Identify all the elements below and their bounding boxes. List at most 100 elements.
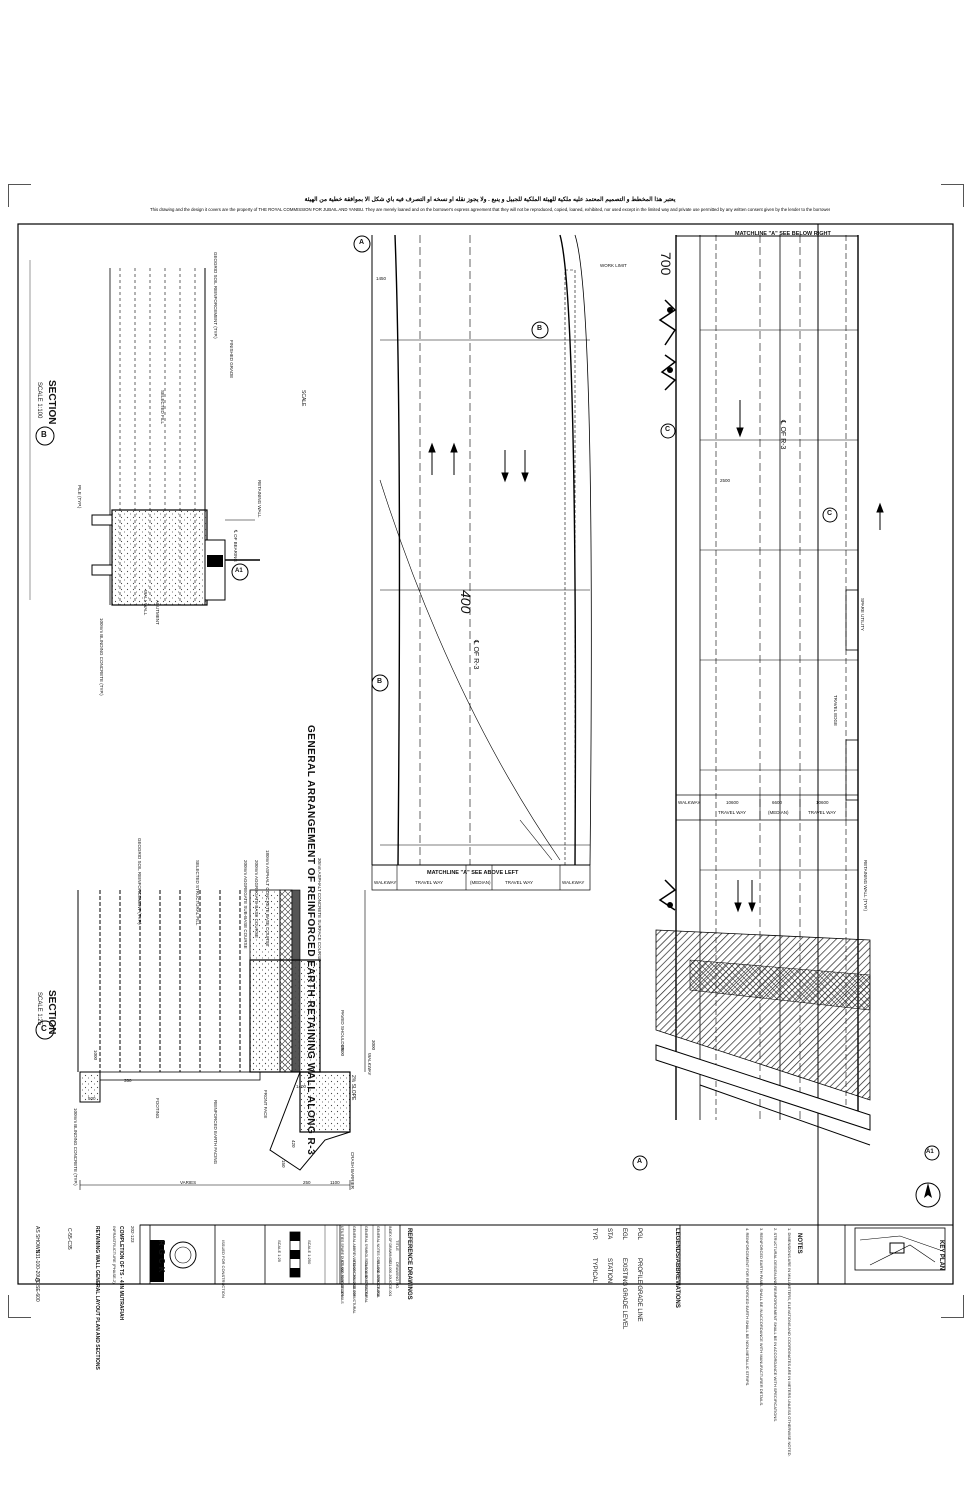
scale-caption-250: SCALE 1:250 bbox=[307, 1240, 312, 1265]
notes-item-1: 1. DIMENSIONS ARE IN MILLIMETERS, ELEVAT… bbox=[787, 1228, 792, 1457]
section-c-base: 180mm ASPHALT CONCRETE BASE COURSE bbox=[265, 850, 270, 947]
section-c-dim-1000: 1000 bbox=[93, 1050, 98, 1061]
section-c-aggregate: 200mm AGGREGATE BASE COURSE bbox=[254, 860, 259, 938]
drawing-title: RETAINING WALL GENERAL LAYOUT PLAN AND S… bbox=[94, 1226, 100, 1370]
callout-a-left: A bbox=[359, 239, 365, 246]
crop-mark-top-left bbox=[8, 184, 31, 207]
legend-abbr-sta: STA bbox=[606, 1228, 612, 1240]
travel-way-label-left-1: TRAVEL WAY bbox=[415, 880, 444, 885]
callout-b-left: B bbox=[537, 325, 543, 332]
dim-6600-right: 6600 bbox=[772, 800, 783, 805]
section-c-drawing bbox=[35, 889, 366, 1190]
retaining-wall-label: RETAINING WALL (TYP.) bbox=[863, 860, 868, 912]
references-col-no: DRAWING NO. bbox=[395, 1262, 400, 1290]
walkway-label-right: WALKWAY bbox=[678, 800, 701, 805]
section-b-finished-grade: FINISHED GRADE bbox=[229, 340, 234, 379]
walkway-label-left-1: WALKWAY bbox=[374, 880, 397, 885]
legend-abbr-typ: TYP. bbox=[591, 1228, 597, 1241]
notes-item-2: 2. STRUCTURAL DESIGN AND REINFORCEMENT S… bbox=[773, 1228, 778, 1423]
matchline-right: MATCHLINE "A" SEE BELOW RIGHT bbox=[735, 231, 831, 237]
section-b-bearing: ℄ OF BEARING bbox=[233, 530, 238, 562]
plan-view bbox=[353, 234, 941, 1208]
section-c-slope: 2% SLOPE bbox=[350, 1075, 356, 1101]
section-b-drawing bbox=[29, 260, 260, 606]
section-c-geogrid: GEOGRID SOIL REINFORCEMENT (TYP.) bbox=[137, 838, 142, 925]
section-b-blinding: 100mm BLINDING CONCRETE (TYP.) bbox=[99, 618, 104, 696]
section-c-surface: 30mm ASPHALT CONCRETE SURFACE COURSE bbox=[317, 858, 322, 962]
legend-abbr-egl: EGL bbox=[621, 1228, 627, 1241]
references-col-title: TITLE bbox=[395, 1240, 400, 1251]
section-c-walkway: WALKWAY bbox=[367, 1053, 372, 1076]
matchline-left: MATCHLINE "A" SEE ABOVE LEFT bbox=[427, 870, 519, 876]
section-c-dim-3000: 3000 bbox=[371, 1040, 376, 1051]
references-row-5-no: S31-000-20UC-CE-009 bbox=[340, 1260, 344, 1297]
dim-10600-right-2: 10600 bbox=[816, 800, 829, 805]
station-400: 400 bbox=[458, 590, 474, 614]
legend-abbr-pgl: PGL bbox=[636, 1228, 642, 1241]
notes-item-3: 3. REINFORCED EARTH PANEL SHALL BE IN AC… bbox=[759, 1228, 764, 1407]
crop-mark-top-right bbox=[941, 184, 964, 207]
plan-scale: SCALE bbox=[300, 390, 306, 407]
callout-b-left-2: B bbox=[377, 678, 383, 685]
callout-a1-bottom: A1 bbox=[926, 1149, 934, 1155]
section-c-dim-1100: 1100 bbox=[330, 1180, 340, 1185]
travel-way-label-right-2: TRAVEL WAY bbox=[808, 810, 837, 815]
travel-way-label-left-2: TRAVEL WAY bbox=[505, 880, 534, 885]
centerline-label-left: ℄ OF R-3 bbox=[472, 640, 479, 670]
revision-number: 0 bbox=[33, 1278, 40, 1282]
section-b-wall: WALL WALL bbox=[143, 590, 148, 616]
travel-edge-label: TRAVEL EDGE bbox=[833, 695, 838, 727]
section-c-fill: SELECTED STRUCTURAL FILL bbox=[195, 860, 200, 926]
notes-title: NOTES bbox=[796, 1233, 802, 1254]
callout-c-right: C bbox=[665, 426, 671, 433]
issued-for-construction: ISSUED FOR CONSTRUCTION bbox=[221, 1240, 226, 1298]
section-c-dim-250: 250 bbox=[303, 1180, 311, 1185]
walkway-label-left-2: WALKWAY bbox=[562, 880, 585, 885]
references-row-1-no: S31-000-20UC-CE-001 bbox=[388, 1260, 392, 1297]
plan-title: GENERAL ARRANGEMENT OF REINFORCED EARTH … bbox=[305, 725, 316, 1156]
section-b-retaining-wall: RETAINING WALL bbox=[257, 480, 262, 518]
callout-a1-section-b: A1 bbox=[235, 568, 243, 574]
legend-meaning-egl: EXISTING GRADE LEVEL bbox=[621, 1258, 627, 1330]
references-row-1-title: INDEX OF DRAWINGS bbox=[388, 1226, 392, 1263]
legend-meaning-pgl: PROFILE GRADE LINE bbox=[636, 1258, 642, 1322]
travel-way-label-right-1: TRAVEL WAY bbox=[718, 810, 747, 815]
section-b-scale: SCALE 1:100 bbox=[36, 382, 42, 419]
section-c-dim-2500: 2500 bbox=[340, 1046, 345, 1057]
section-b-title: SECTION bbox=[46, 380, 57, 425]
dim-1450-left: 1450 bbox=[376, 276, 387, 281]
centerline-label: ℄ OF R-3 bbox=[779, 420, 786, 450]
section-c-crash-barrier: CRASH BARRIER bbox=[350, 1152, 355, 1190]
section-c-dim-420: 420 bbox=[291, 1140, 296, 1148]
legend-meaning-typ: TYPICAL bbox=[591, 1258, 597, 1284]
job-no: 202-123 bbox=[130, 1226, 135, 1243]
scale-caption-25: SCALE 1:25 bbox=[277, 1240, 282, 1263]
section-c-varies: VARIES bbox=[180, 1180, 197, 1185]
section-c-dim-150: 150 bbox=[281, 1160, 286, 1168]
section-b-letter: B bbox=[41, 430, 47, 439]
references-row-3-no: S31-000-20UC-CE-003 bbox=[364, 1260, 368, 1297]
crop-mark-bottom-right bbox=[941, 1295, 964, 1318]
key-plan-title: KEY PLAN bbox=[938, 1240, 944, 1271]
references-row-4-no: S31-000-20UC-CE-004 bbox=[352, 1260, 356, 1297]
project-name: COMPLETION OF TS - 4 IN MUTRAFIAH bbox=[118, 1226, 124, 1321]
section-c-dim-350: 350 bbox=[124, 1078, 132, 1083]
section-b-abutment: ABUTMENT bbox=[155, 600, 160, 625]
spare-utility-label: SPARE UTILITY bbox=[860, 598, 865, 631]
section-c-shoulder: PAVED SHOULDER bbox=[340, 1010, 345, 1051]
header-english: This drawing and the design it covers ar… bbox=[150, 207, 830, 212]
section-c-letter: C bbox=[41, 1024, 47, 1033]
drawing-number: S31-100-20UC-SE-600 bbox=[34, 1250, 40, 1302]
section-c-subbase: 200mm AGGREGATE SUB-BASE COURSE bbox=[243, 860, 248, 949]
section-c-front-face: FRONT FACE bbox=[263, 1090, 268, 1119]
section-c-dim-500: 500 bbox=[88, 1096, 96, 1101]
section-c-title: SECTION bbox=[46, 990, 57, 1035]
callout-a-bottom: A bbox=[637, 1158, 643, 1165]
references-row-2-no: S31-000-20UC-CE-002 bbox=[376, 1260, 380, 1297]
section-c-blinding: 100mm BLINDING CONCRETE (TYP.) bbox=[73, 1108, 78, 1186]
notes-item-4: 4. REINFORCEMENT FOR REINFORCED EARTH SH… bbox=[745, 1228, 750, 1387]
work-limit-label: WORK LIMIT bbox=[600, 263, 627, 268]
references-title: REFERENCE DRAWINGS bbox=[406, 1228, 412, 1300]
median-label-right: (MEDIAN) bbox=[768, 810, 789, 815]
